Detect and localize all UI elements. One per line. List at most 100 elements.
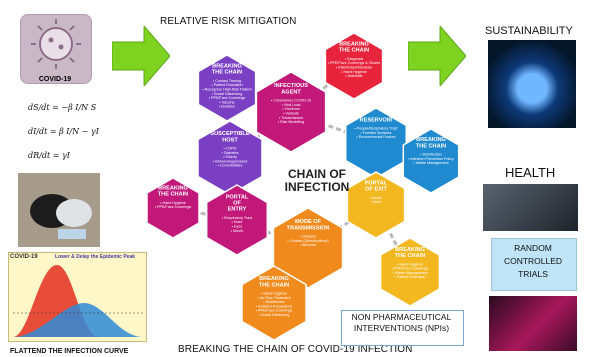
hex-title: TRANSMISSION bbox=[287, 225, 330, 231]
hex-title: THE CHAIN bbox=[395, 253, 425, 259]
hex-item: • Isolation Precautions bbox=[256, 304, 293, 308]
hex-item: • PPE/Face Coverings & Gloves bbox=[328, 61, 381, 65]
hex-item: • Disinfectant/Biocides bbox=[336, 66, 373, 70]
hex-title: THE CHAIN bbox=[416, 143, 446, 149]
hex-item: • Fomites Surfaces bbox=[360, 131, 391, 135]
arrow-right-icon bbox=[112, 26, 170, 86]
hex-item: • Hand Hygiene bbox=[160, 201, 186, 205]
hex-item: • Elderly bbox=[223, 155, 237, 159]
epi-figure-subtitle: Lower & Delay the Epidemic Peak bbox=[55, 254, 136, 260]
hexagon-shape bbox=[241, 265, 307, 341]
hex-item: • Isolation bbox=[219, 105, 235, 109]
hex-item: • Nose bbox=[371, 200, 382, 204]
hexagon-shape bbox=[255, 71, 327, 153]
hex-item: • Nose bbox=[232, 220, 243, 224]
hex-item: • Social Distancing bbox=[212, 92, 243, 96]
hex-item: • Disinfection bbox=[263, 300, 284, 304]
hex-item: • PPE/Face Coverings bbox=[392, 267, 429, 271]
hexagon-shape bbox=[402, 128, 460, 194]
hex-item: • Transmission bbox=[279, 116, 303, 120]
epi-figure-title: COVID-19 bbox=[10, 254, 38, 260]
hex-title: PORTAL bbox=[365, 181, 388, 187]
hex-title: BREAKING bbox=[395, 247, 425, 253]
hex-title: THE CHAIN bbox=[212, 70, 242, 76]
hex-item: • Antivirals bbox=[345, 74, 362, 78]
hex-item: • Variants bbox=[283, 112, 299, 116]
hex-item: • Coronavirus COVID-19 bbox=[271, 99, 311, 103]
arrow-right-icon bbox=[408, 26, 466, 86]
earth-sustainability-image bbox=[488, 40, 576, 128]
hex-reservoir: RESERVOIR • People/Respiratory Tract• Fom… bbox=[344, 107, 408, 179]
sir-equation-i: dI/dt = β I/N − γI bbox=[28, 127, 99, 136]
hex-item: • Patient Education bbox=[394, 275, 425, 279]
hex-item: • Risk Modelling bbox=[278, 120, 304, 124]
covid-label: COVID-19 bbox=[38, 76, 72, 83]
hex-item: • Disinfection bbox=[420, 153, 441, 157]
face-masks-photo bbox=[18, 173, 100, 247]
hex-item: • Social Distancing bbox=[259, 313, 290, 317]
virus-icon bbox=[31, 19, 81, 69]
hex-item: • Air Flow Treatment bbox=[257, 296, 290, 300]
hex-title: BREAKING bbox=[416, 137, 446, 143]
hexagon-shape bbox=[324, 32, 384, 100]
hex-title: OF EXIT bbox=[365, 187, 387, 193]
masks-icon bbox=[30, 194, 92, 239]
hex-item: • PPE/Face Coverings bbox=[256, 309, 293, 313]
npi-text: NON PHARMACEUTICAL INTERVENTIONS (NPIs) bbox=[343, 312, 460, 334]
hex-item: • Airborne bbox=[300, 243, 316, 247]
health-heading: HEALTH bbox=[505, 165, 556, 180]
hex-item: • Environmental Factors bbox=[356, 135, 395, 139]
hexagon-shape bbox=[205, 184, 269, 256]
hex-item: • Immunosuppressed bbox=[213, 159, 248, 163]
hex-item: • People/Respiratory Tract bbox=[355, 127, 398, 131]
hex-title: INFECTIOUS bbox=[274, 83, 308, 89]
hex-title: THE CHAIN bbox=[259, 282, 289, 288]
hex-item: • Mouth bbox=[370, 196, 383, 200]
hex-item: • PPE/Face Coverings bbox=[155, 205, 192, 209]
hex-item: • Viral Load bbox=[282, 103, 301, 107]
hex-item: • Waste Management bbox=[392, 271, 427, 275]
hex-title: OF bbox=[233, 201, 241, 207]
hex-item: • Waste Management bbox=[413, 161, 448, 165]
hex-item: • Recognize High-Risk Patient bbox=[202, 88, 251, 92]
hex-title: RESERVOIR bbox=[360, 117, 393, 123]
hex-item: • Droplets bbox=[300, 235, 316, 239]
center-title-line-1: CHAIN OF bbox=[288, 167, 346, 181]
hex-item: • Contact (Direct/Indirect) bbox=[287, 239, 328, 243]
relative-risk-heading: RELATIVE RISK MITIGATION bbox=[160, 16, 297, 27]
hex-item: • Eyes bbox=[232, 225, 243, 229]
hex-item: • Comorbidities bbox=[218, 164, 243, 168]
flatten-curve-caption: FLATTEND THE INFECTION CURVE bbox=[10, 348, 129, 355]
hex-title: BREAKING bbox=[339, 42, 369, 48]
npi-box bbox=[341, 310, 464, 346]
hexagon-shape bbox=[346, 171, 406, 239]
hex-item: • Hand Hygiene bbox=[341, 70, 367, 74]
bio-innovation-plant-image bbox=[489, 296, 577, 351]
hexagon-shape bbox=[146, 177, 200, 239]
epidemic-curve bbox=[13, 265, 143, 337]
hexagon-shape bbox=[197, 54, 257, 122]
hex-title: THE CHAIN bbox=[158, 192, 188, 198]
npi-line-1: NON PHARMACEUTICAL bbox=[351, 312, 452, 322]
hex-title: HOST bbox=[222, 137, 238, 143]
rct-line-3: TRIALS bbox=[518, 269, 548, 279]
hex-item: • Diagnosis bbox=[345, 57, 364, 61]
hex-item: • Patient Education bbox=[211, 83, 242, 87]
hex-title: PORTAL bbox=[226, 194, 249, 200]
sustainability-heading: SUSTAINABILITY bbox=[485, 25, 573, 37]
hex-item: • Contact Tracing bbox=[213, 79, 241, 83]
covid-virus-image bbox=[20, 14, 92, 84]
hex-item: • Respiratory Tract bbox=[222, 216, 252, 220]
hex-item: • PPE/Face Coverings bbox=[209, 96, 246, 100]
hex-title: SUSCEPTIBLE bbox=[210, 131, 249, 137]
